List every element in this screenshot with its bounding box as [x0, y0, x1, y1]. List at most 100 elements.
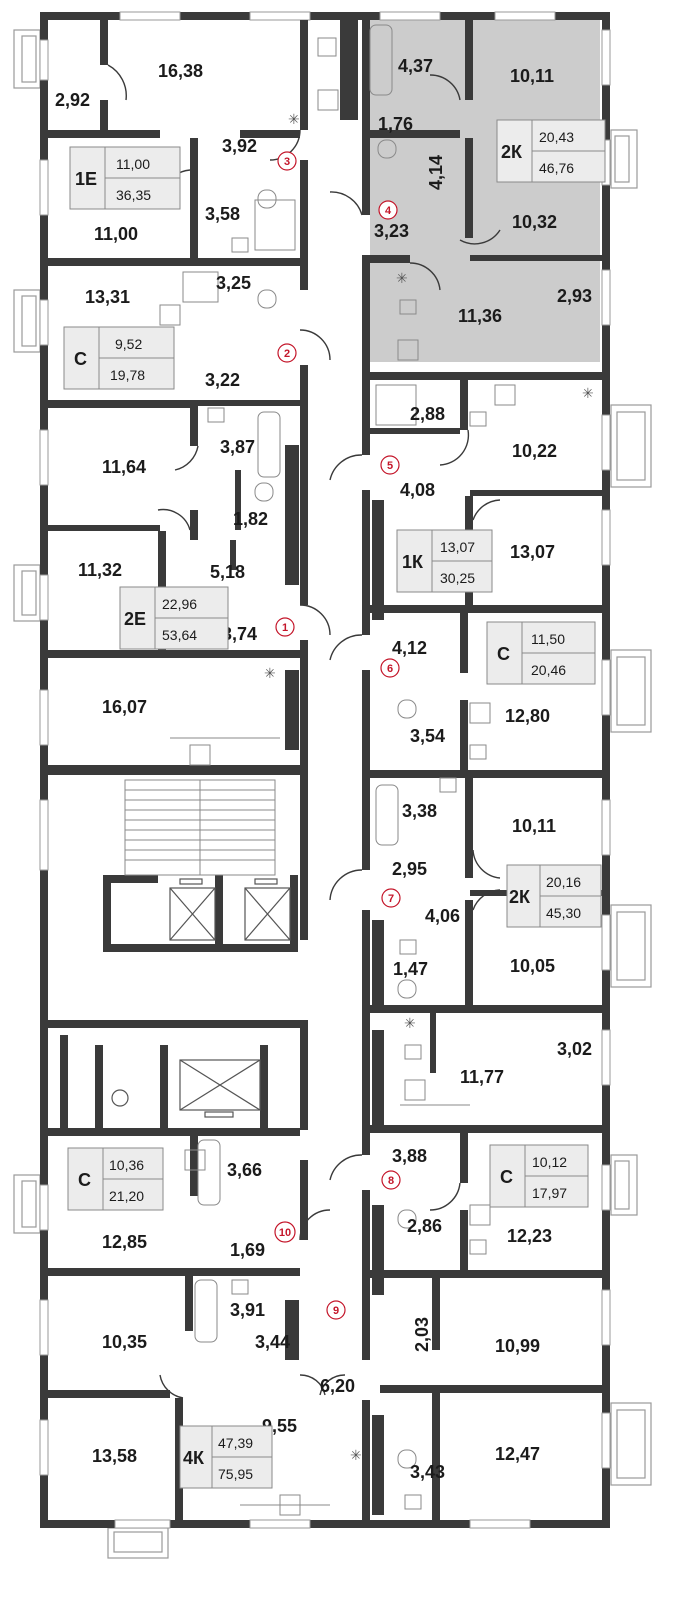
room-area: 11,64	[102, 457, 146, 477]
sink-icon	[404, 1044, 422, 1060]
room-area: 12,80	[505, 706, 550, 726]
room-area: 13,07	[510, 542, 555, 562]
apartment-numbers: 1 2 3 4 5 6 7 8	[274, 151, 401, 1320]
apartment-marker: 9	[326, 1300, 346, 1320]
apartment-marker: 5	[380, 455, 400, 475]
sink-icon	[231, 237, 249, 253]
room-area: 3,66	[227, 1160, 262, 1180]
stove-icon	[469, 702, 491, 724]
room-area: 4,14	[426, 155, 446, 190]
apartment-marker: 1	[275, 617, 295, 637]
svg-text:2: 2	[284, 348, 290, 360]
sink-icon	[207, 407, 225, 423]
room-area: 1,69	[230, 1240, 265, 1260]
sink-icon	[439, 777, 457, 793]
balconies	[13, 29, 652, 1559]
living-area: 11,00	[116, 156, 150, 172]
svg-text:✳: ✳	[350, 1448, 362, 1464]
apartment-tag: 1К 13,07 30,25	[396, 529, 493, 593]
room-area: 10,11	[510, 66, 554, 86]
room-area: 10,22	[512, 441, 557, 461]
stove-icon	[159, 304, 181, 326]
apartment-tag: 4К 47,39 75,95	[179, 1425, 273, 1489]
living-area: 13,07	[440, 539, 475, 555]
toilet-icon	[397, 979, 417, 999]
room-area: 3,02	[557, 1039, 592, 1059]
total-area: 75,95	[218, 1466, 253, 1482]
apartment-tag: С 11,50 20,46	[486, 621, 596, 685]
svg-text:7: 7	[388, 893, 394, 905]
svg-text:8: 8	[388, 1175, 394, 1187]
apartment-type: С	[74, 349, 87, 369]
apartment-tag: С 10,12 17,97	[489, 1144, 589, 1208]
room-area: 4,08	[400, 480, 435, 500]
apartment-tag: 1Е 11,00 36,35	[69, 146, 181, 210]
apartment-marker: 7	[381, 888, 401, 908]
elevator-icon	[111, 878, 291, 1118]
room-area: 16,07	[102, 697, 147, 717]
room-area: 11,77	[460, 1067, 504, 1087]
toilet-icon	[257, 189, 277, 209]
room-area: 2,92	[55, 90, 90, 110]
apartment-type: 1Е	[75, 169, 97, 189]
room-area: 3,58	[205, 204, 240, 224]
total-area: 45,30	[546, 905, 581, 921]
apartment-type: С	[500, 1167, 513, 1187]
apartment-type: 2К	[501, 142, 523, 162]
room-area: 2,03	[412, 1317, 432, 1352]
stove-icon	[404, 1079, 426, 1101]
svg-text:✳: ✳	[404, 1016, 416, 1032]
stove-icon	[397, 339, 419, 361]
apartment-marker: 10	[274, 1221, 296, 1243]
apartment-marker: 2	[277, 343, 297, 363]
room-area: 3,91	[230, 1300, 265, 1320]
room-area: 3,88	[392, 1146, 427, 1166]
room-area: 12,23	[507, 1226, 552, 1246]
room-area: 4,37	[398, 56, 433, 76]
apartment-type: 1К	[402, 552, 424, 572]
total-area: 21,20	[109, 1188, 144, 1204]
apartment-type: С	[497, 644, 510, 664]
svg-text:✳: ✳	[288, 112, 300, 128]
room-area: 11,00	[94, 224, 138, 244]
room-area: 1,82	[233, 509, 268, 529]
apartment-marker: 8	[381, 1170, 401, 1190]
room-area: 6,20	[320, 1376, 355, 1396]
room-area: 3,92	[222, 136, 257, 156]
toilet-icon	[397, 699, 417, 719]
doors	[107, 64, 501, 1399]
toilet-icon	[377, 139, 397, 159]
svg-text:✳: ✳	[396, 271, 408, 287]
apartment-tag: С 10,36 21,20	[67, 1147, 164, 1211]
room-area: 4,06	[425, 906, 460, 926]
stair-icon	[124, 779, 276, 876]
svg-text:10: 10	[279, 1227, 291, 1239]
room-area: 3,74	[222, 624, 257, 644]
stove-icon	[317, 89, 339, 111]
svg-text:9: 9	[333, 1305, 339, 1317]
living-area: 10,36	[109, 1157, 144, 1173]
room-area: 3,54	[410, 726, 445, 746]
apartment-tag: С 9,52 19,78	[63, 326, 175, 390]
bathtub-icon	[197, 1139, 221, 1206]
shower-icon	[254, 199, 296, 251]
stove-icon	[469, 1204, 491, 1226]
toilet-icon	[397, 1449, 417, 1469]
room-area: 3,25	[216, 273, 251, 293]
room-area: 3,22	[205, 370, 240, 390]
svg-text:3: 3	[284, 156, 290, 168]
room-area: 10,05	[510, 956, 555, 976]
toilet-icon	[397, 1209, 417, 1229]
room-area: 4,12	[392, 638, 427, 658]
room-area: 2,93	[557, 286, 592, 306]
apartment-type: 2К	[509, 887, 531, 907]
total-area: 53,64	[162, 627, 197, 643]
svg-text:✳: ✳	[582, 386, 594, 402]
sink-icon	[317, 37, 337, 57]
sink-icon	[399, 939, 417, 955]
room-area: 12,47	[495, 1444, 540, 1464]
apartment-marker: 6	[380, 658, 400, 678]
living-area: 47,39	[218, 1435, 253, 1451]
living-area: 11,50	[531, 631, 565, 647]
